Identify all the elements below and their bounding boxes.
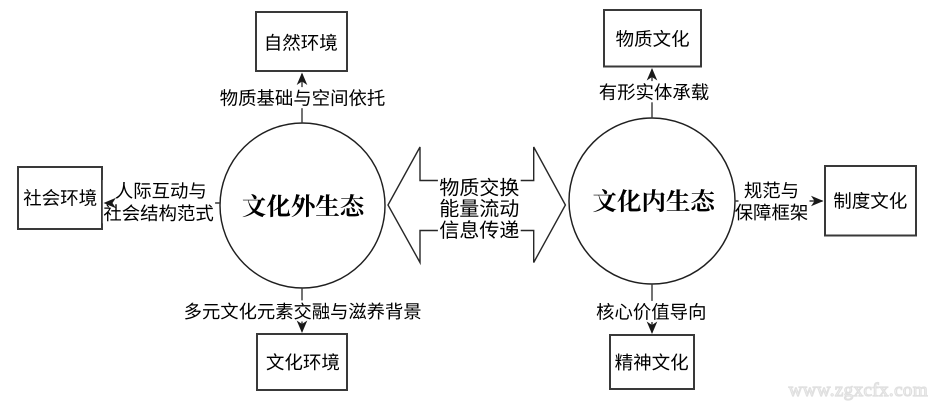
svg-text:www.zgxcfx.com: www.zgxcfx.com [789,380,928,401]
